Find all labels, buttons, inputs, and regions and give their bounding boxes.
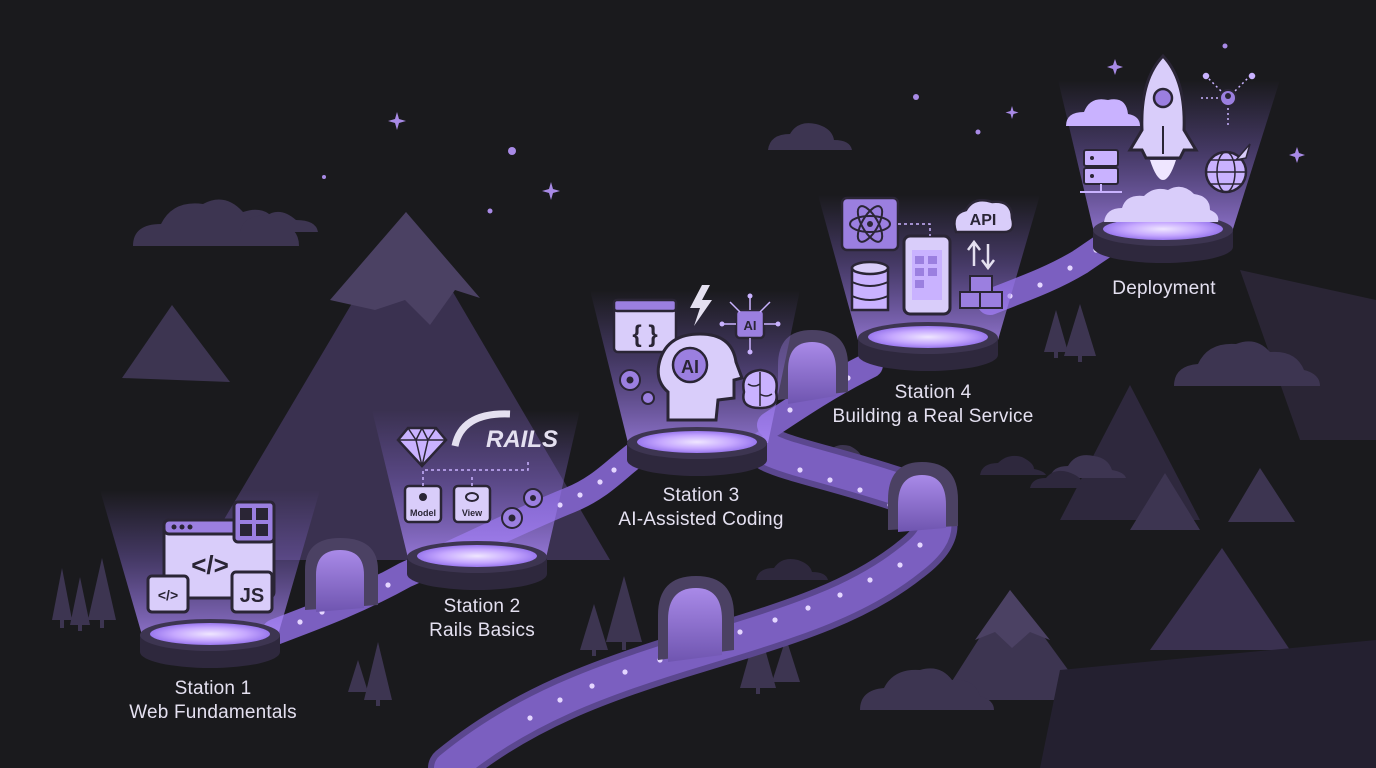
sparkle-icon [542, 182, 560, 200]
rails-logo-icon [451, 410, 511, 447]
tunnels [305, 330, 958, 662]
station-3-label: Station 3 AI-Assisted Coding [551, 484, 851, 532]
station-title: Station 3 [662, 485, 740, 506]
svg-text:</>: </> [158, 587, 178, 603]
js-label: JS [240, 585, 264, 607]
js-file-icon [230, 570, 274, 614]
rocket-flame [1150, 160, 1176, 180]
database-icon [850, 260, 890, 312]
tunnel-1 [305, 538, 378, 612]
platforms [140, 214, 1233, 668]
cloud-icon [1066, 99, 1140, 126]
station-1-icons: </> </> JS [146, 500, 276, 614]
platform-station-4 [858, 322, 998, 371]
sparkle-icon [388, 112, 406, 130]
blocks-icon [959, 275, 1003, 309]
sparkle-icon [1107, 59, 1123, 75]
station-4-icons: API [840, 196, 1015, 316]
code-tag-label: </> [191, 550, 229, 580]
svg-text:Model: Model [410, 508, 436, 518]
station-2-icons: RAILS Model View [396, 410, 558, 529]
arrows-icon [967, 239, 995, 271]
station-subtitle: AI-Assisted Coding [618, 509, 784, 530]
globe-icon [1204, 143, 1251, 194]
api-cloud-icon [953, 199, 1015, 234]
sparkle-icon [1005, 106, 1019, 119]
small-code-icon [146, 574, 190, 614]
station-subtitle: Rails Basics [429, 620, 535, 641]
station-title: Station 1 [174, 678, 252, 699]
clouds [133, 123, 1320, 710]
tunnel-3 [888, 462, 958, 532]
platform-station-2 [407, 541, 547, 590]
svg-text:AI: AI [744, 318, 757, 333]
station-subtitle: Building a Real Service [832, 406, 1034, 427]
lightning-icon [690, 285, 712, 326]
svg-text:View: View [462, 508, 483, 518]
network-icon [1198, 72, 1256, 128]
platform-station-3 [627, 427, 767, 476]
tunnel-4 [658, 576, 734, 662]
svg-text:{ }: { } [632, 321, 657, 348]
station-subtitle: Web Fundamentals [129, 702, 297, 723]
sparkle-icon [1289, 147, 1305, 163]
svg-text:API: API [970, 212, 997, 229]
tunnel-2 [778, 330, 848, 404]
svg-text:AI: AI [681, 357, 699, 377]
station-title: Station 4 [894, 382, 972, 403]
server-icon [1080, 149, 1122, 193]
trees [52, 304, 1096, 706]
station-3-icons: { } AI AI [612, 285, 781, 422]
station-1-label: Station 1 Web Fundamentals [63, 677, 363, 725]
station-title: Deployment [1112, 278, 1216, 299]
rails-label: RAILS [486, 426, 558, 453]
station-2-label: Station 2 Rails Basics [332, 595, 632, 643]
ruby-gem-icon [396, 426, 448, 468]
gear-icon [641, 391, 655, 405]
station-title: Station 2 [443, 596, 521, 617]
station-4-label: Station 4 Building a Real Service [783, 381, 1083, 429]
deployment-icons [1066, 53, 1256, 222]
deployment-label: Deployment [1014, 277, 1314, 301]
launch-smoke [1104, 186, 1219, 222]
star-decorations [322, 43, 1305, 214]
platform-station-1 [140, 619, 280, 668]
